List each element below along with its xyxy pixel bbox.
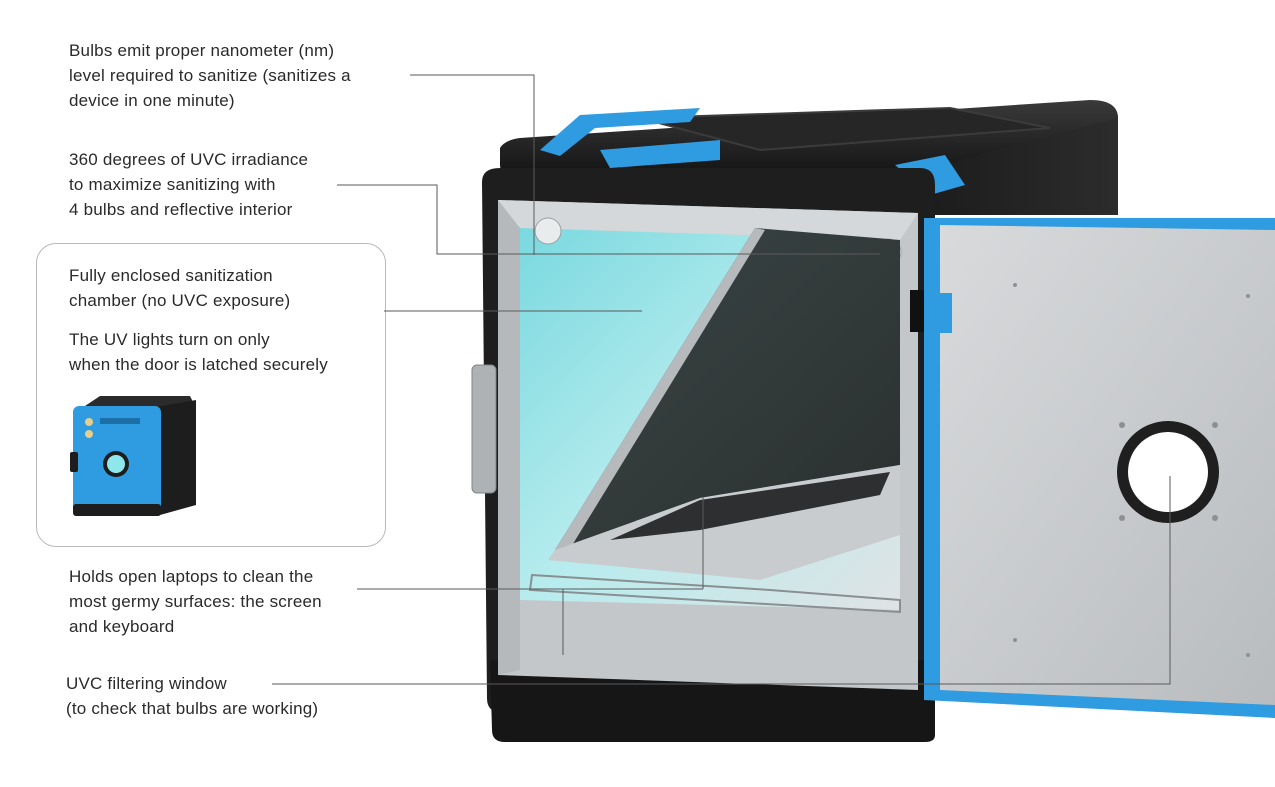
callout-laptops-line: Holds open laptops to clean the: [69, 567, 314, 586]
callout-laptops: Holds open laptops to clean the most ger…: [69, 564, 322, 639]
device-handle-left: [540, 108, 700, 156]
callout-enclosed: Fully enclosed sanitization chamber (no …: [69, 263, 328, 377]
leader-window: [272, 476, 1171, 685]
callout-irradiance-line: to maximize sanitizing with: [69, 175, 276, 194]
leader-irradiance: [337, 184, 880, 255]
callout-bulbs-line: Bulbs emit proper nanometer (nm): [69, 41, 335, 60]
laptop-rack: [528, 573, 901, 614]
callout-window: UVC filtering window (to check that bulb…: [66, 671, 318, 721]
leader-bulbs: [410, 74, 535, 255]
callout-enclosed-line: The UV lights turn on only: [69, 330, 270, 349]
callout-window-line: UVC filtering window: [66, 674, 227, 693]
callout-enclosed-line: chamber (no UVC exposure): [69, 291, 291, 310]
laptop-screen: [555, 228, 900, 550]
bulb-left: [534, 217, 562, 245]
uv-sanitizer-thumbnail-image: [70, 396, 196, 516]
callout-enclosed-line: Fully enclosed sanitization: [69, 266, 273, 285]
callout-irradiance-line: 4 bulbs and reflective interior: [69, 200, 293, 219]
door-hinge: [471, 364, 497, 494]
callout-irradiance-line: 360 degrees of UVC irradiance: [69, 150, 309, 169]
callout-bulbs: Bulbs emit proper nanometer (nm) level r…: [69, 38, 351, 113]
callout-laptops-line: and keyboard: [69, 617, 175, 636]
callout-laptops-line: most germy surfaces: the screen: [69, 592, 322, 611]
device-side-panel: [900, 109, 1118, 215]
callout-enclosed-line: when the door is latched securely: [69, 355, 328, 374]
callout-window-line: (to check that bulbs are working): [66, 699, 319, 718]
callout-bulbs-line: level required to sanitize (sanitizes a: [69, 66, 351, 85]
callout-irradiance: 360 degrees of UVC irradiance to maximiz…: [69, 147, 308, 222]
callout-bulbs-line: device in one minute): [69, 91, 235, 110]
